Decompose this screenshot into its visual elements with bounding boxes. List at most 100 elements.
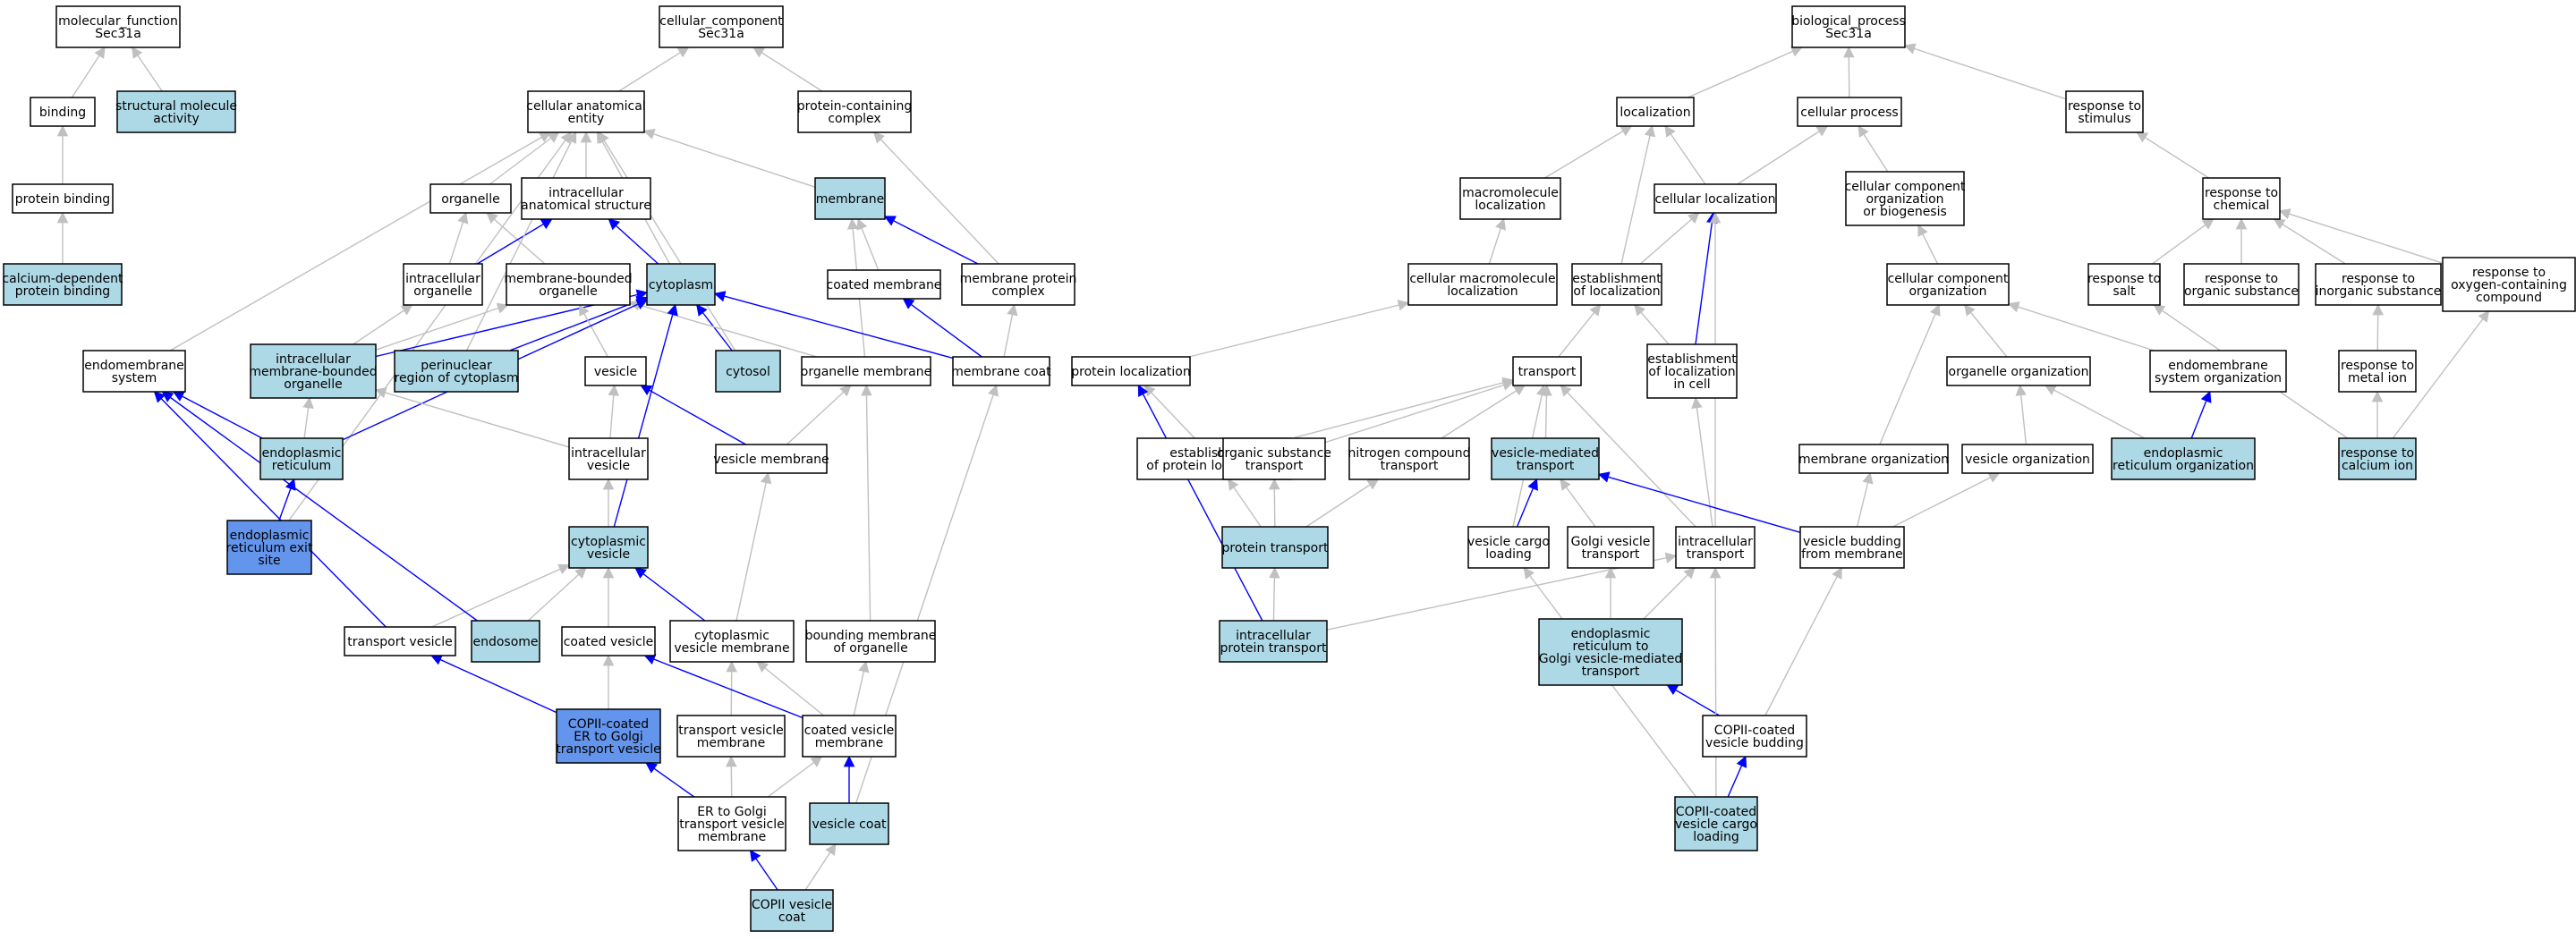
node-label: endoplasmic <box>262 446 342 461</box>
node-cl[interactable]: cellular localization <box>1654 183 1777 214</box>
edge-tvm-to-cvm <box>726 660 737 716</box>
node-label: cytoplasm <box>649 278 713 292</box>
edge-copiivc-to-vcoat <box>804 843 837 891</box>
node-loc[interactable]: localization <box>1616 97 1695 127</box>
node-label: chemical <box>2214 199 2270 213</box>
node-oo[interactable]: organelle organization <box>1946 356 2091 386</box>
node-cv[interactable]: coated vesicle <box>561 626 656 656</box>
node-label: from membrane <box>1801 547 1903 562</box>
node-pl[interactable]: protein localization <box>1071 356 1191 386</box>
node-cytoplasm[interactable]: cytoplasm <box>646 263 716 306</box>
node-membrane[interactable]: membrane <box>814 177 886 220</box>
node-label: molecular_function <box>58 14 178 29</box>
node-binding[interactable]: binding <box>30 97 96 127</box>
edge-vesmem-to-vesicle <box>640 385 746 445</box>
node-coatedmem[interactable]: coated membrane <box>827 269 942 300</box>
node-cytosol[interactable]: cytosol <box>715 350 781 393</box>
node-transport[interactable]: transport <box>1512 356 1582 386</box>
edge-rts-to-bp <box>1903 43 2067 100</box>
node-vcoat[interactable]: vesicle coat <box>809 802 889 845</box>
node-label: of localization <box>1648 365 1735 379</box>
node-label: cytoplasmic <box>694 629 769 643</box>
node-endosome[interactable]: endosome <box>471 620 540 663</box>
edge-rtocc-to-rtc <box>2278 208 2444 264</box>
node-box <box>568 526 649 569</box>
node-organelle[interactable]: organelle <box>429 183 512 214</box>
node-memcoat[interactable]: membrane coat <box>951 356 1051 386</box>
edge-ergvmt-to-it <box>1643 567 1696 620</box>
edge-mbo-to-organelle <box>486 212 546 265</box>
node-cp[interactable]: cellular process <box>1797 97 1902 127</box>
edge-memcoat-to-mpc <box>1003 303 1018 358</box>
node-box <box>116 90 236 133</box>
node-pb[interactable]: protein binding <box>12 183 114 214</box>
edge-pt-to-nct <box>1305 478 1380 528</box>
node-memorg[interactable]: membrane organization <box>1798 444 1949 474</box>
node-pt[interactable]: protein transport <box>1221 526 1329 569</box>
node-orgmem[interactable]: organelle membrane <box>801 356 931 386</box>
node-label: transport <box>1518 365 1577 379</box>
node-vesicle[interactable]: vesicle <box>584 356 647 386</box>
node-label: oxygen-containing <box>2451 278 2567 292</box>
node-vo[interactable]: vesicle organization <box>1961 444 2094 474</box>
node-box <box>2202 177 2281 220</box>
node-box <box>344 626 456 656</box>
node-vesmem[interactable]: vesicle membrane <box>713 444 829 474</box>
node-box <box>55 5 181 48</box>
node-tv[interactable]: transport vesicle <box>344 626 456 656</box>
node-box <box>506 263 631 306</box>
